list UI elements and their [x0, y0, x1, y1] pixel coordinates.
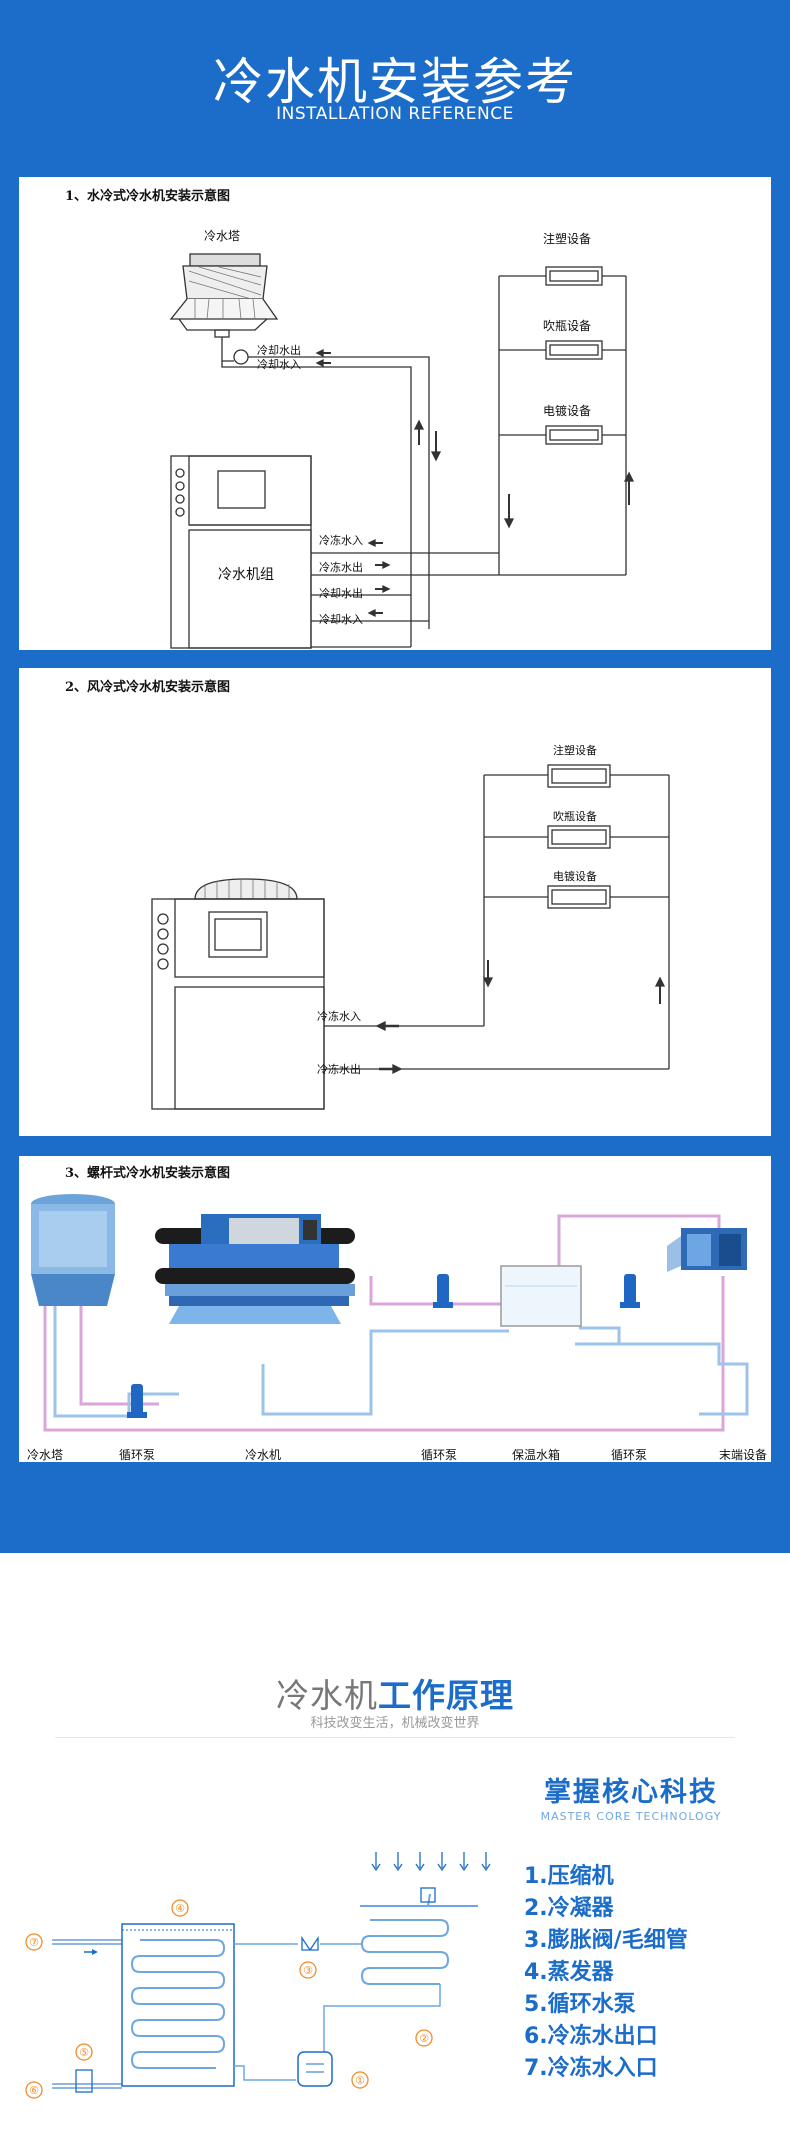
component-evaporator: 4.蒸发器: [524, 1960, 614, 1985]
tower-label: 冷水塔: [204, 229, 241, 243]
cooling-out-label: 冷却水出: [257, 344, 301, 357]
principle-subtitle: 科技改变生活，机械改变世界: [310, 1716, 480, 1731]
divider: [55, 1737, 735, 1738]
condenser-icon: [360, 1919, 450, 1985]
plating-device-icon: [547, 885, 611, 909]
marker-4: ④: [175, 1902, 185, 1915]
pump-icon: [233, 349, 249, 365]
expansion-valve-icon: [301, 1935, 319, 1951]
screw-chiller-diagram-panel: 3、螺杆式冷水机安装示意图 冷水塔 循环泵 冷水机 循环泵 保温水箱 循环泵 末…: [19, 1156, 771, 1462]
blow-device-icon: [545, 340, 603, 360]
marker-3: ③: [303, 1964, 313, 1977]
plating-device-icon: [545, 425, 603, 445]
device1-label: 注塑设备: [543, 232, 592, 246]
unit-label: 冷水机组: [218, 567, 274, 583]
port3-label: 冷却水出: [319, 587, 363, 600]
end-device-icon: [667, 1228, 747, 1272]
air-chiller-icon: [151, 878, 325, 1110]
pump-icon: [127, 1384, 147, 1418]
diagram3-title: 3、螺杆式冷水机安装示意图: [65, 1166, 231, 1181]
cooling-tower-icon: [169, 253, 279, 338]
marker-1: ①: [355, 2074, 365, 2087]
principle-diagram: ① ② ③ ④ ⑤ ⑥ ⑦: [25, 1852, 491, 2099]
chiller-icon: [155, 1214, 355, 1324]
device2-label: 吹瓶设备: [553, 810, 597, 823]
port4-label: 冷却水入: [319, 613, 363, 626]
injection-device-icon: [545, 266, 603, 286]
water-tank-icon: [500, 1265, 582, 1327]
water-cooled-diagram: [169, 253, 635, 649]
section-subtitle: INSTALLATION REFERENCE: [276, 104, 514, 124]
label-cooling-tower: 冷水塔: [27, 1448, 64, 1462]
component-condenser: 2.冷凝器: [524, 1896, 614, 1921]
port-in-label: 冷冻水入: [317, 1010, 361, 1023]
principle-title-gray: 冷水机: [276, 1676, 378, 1715]
port1-label: 冷冻水入: [319, 534, 363, 547]
markers: [25, 1899, 433, 2099]
compressor-icon: [297, 2051, 333, 2087]
device3-label: 电镀设备: [543, 404, 592, 418]
label-water-tank: 保温水箱: [512, 1448, 561, 1462]
device1-label: 注塑设备: [553, 744, 597, 757]
device3-label: 电镀设备: [553, 870, 597, 883]
water-cooled-diagram-panel: 1、水冷式冷水机安装示意图 冷水塔 冷却水出 冷却水入 注塑设备 吹瓶设备 电镀…: [19, 177, 771, 650]
air-cooled-diagram: [151, 764, 670, 1110]
label-end-device: 末端设备: [719, 1448, 768, 1462]
air-cooled-diagram-panel: 2、风冷式冷水机安装示意图 注塑设备 吹瓶设备 电镀设备 冷冻水入 冷冻水出: [19, 668, 771, 1136]
principle-title-blue: 工作原理: [378, 1676, 514, 1715]
section-title: 冷水机安装参考: [213, 53, 577, 111]
diagram2-title: 2、风冷式冷水机安装示意图: [65, 680, 231, 695]
port2-label: 冷冻水出: [319, 561, 363, 574]
label-pump: 循环泵: [611, 1448, 648, 1462]
cooling-in-label: 冷却水入: [257, 358, 301, 371]
marker-5: ⑤: [79, 2046, 89, 2059]
screw-chiller-diagram: [31, 1194, 749, 1432]
component-expansion-valve: 3.膨胀阀/毛细管: [524, 1928, 688, 1953]
injection-device-icon: [547, 764, 611, 788]
diagram1-title: 1、水冷式冷水机安装示意图: [65, 189, 231, 204]
pump-icon: [433, 1274, 453, 1308]
component-chilled-water-outlet: 6.冷冻水出口: [524, 2024, 658, 2049]
core-subtitle: MASTER CORE TECHNOLOGY: [540, 1810, 722, 1823]
component-chilled-water-inlet: 7.冷冻水入口: [524, 2056, 658, 2081]
principle-title: 冷水机工作原理: [0, 1669, 790, 1717]
marker-7: ⑦: [29, 1936, 39, 1949]
port-out-label: 冷冻水出: [317, 1063, 361, 1076]
cooling-tower-icon: [31, 1194, 115, 1306]
device2-label: 吹瓶设备: [543, 319, 592, 333]
label-chiller: 冷水机: [245, 1448, 282, 1462]
fan-icon: [420, 1887, 436, 1903]
water-pump-icon: [75, 2069, 93, 2093]
evaporator-icon: [121, 1923, 235, 2087]
label-pump: 循环泵: [421, 1448, 458, 1462]
component-circulation-pump: 5.循环水泵: [524, 1992, 636, 2017]
pump-icon: [620, 1274, 640, 1308]
marker-6: ⑥: [29, 2084, 39, 2097]
blow-device-icon: [547, 825, 611, 849]
core-title: 掌握核心科技: [544, 1777, 718, 1808]
marker-2: ②: [419, 2032, 429, 2045]
label-pump: 循环泵: [119, 1448, 156, 1462]
component-compressor: 1.压缩机: [524, 1864, 614, 1889]
chiller-unit-icon: [170, 455, 312, 649]
